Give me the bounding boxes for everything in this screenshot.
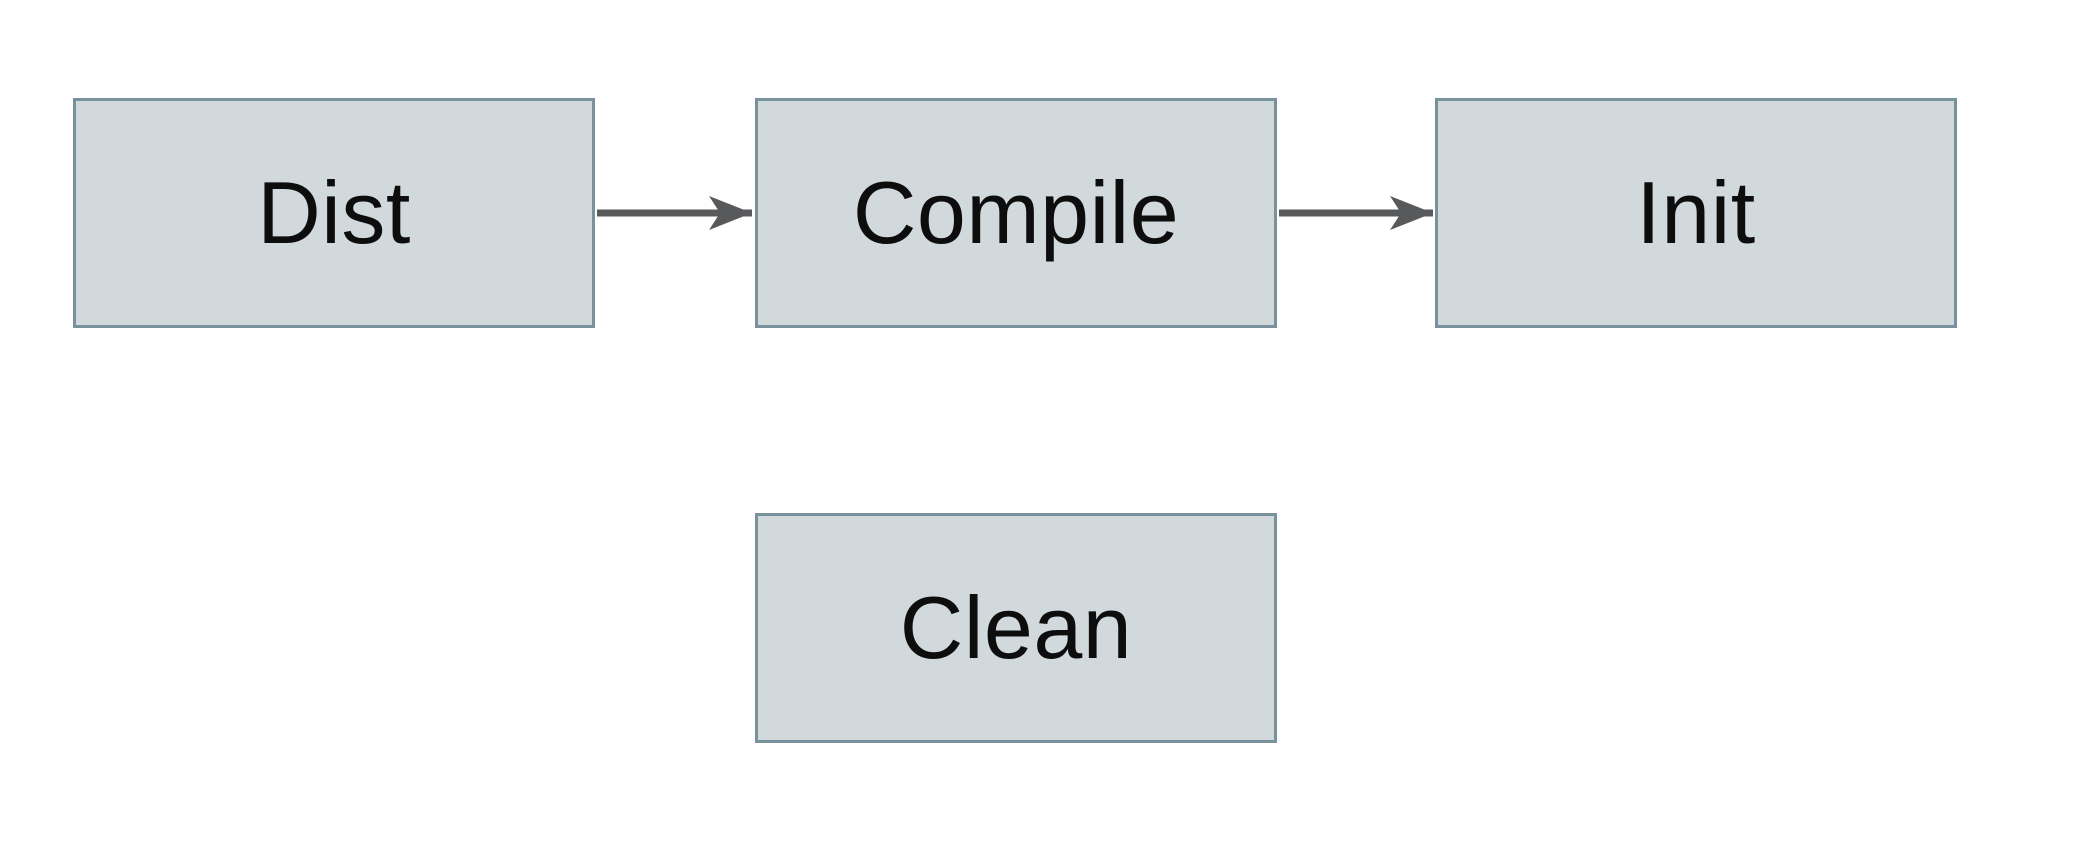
node-compile-label: Compile (852, 163, 1180, 262)
node-compile[interactable]: Compile (755, 98, 1277, 328)
node-clean[interactable]: Clean (755, 513, 1277, 743)
node-clean-label: Clean (899, 578, 1133, 677)
node-dist[interactable]: Dist (73, 98, 595, 328)
node-init-label: Init (1636, 163, 1756, 262)
node-init[interactable]: Init (1435, 98, 1957, 328)
node-dist-label: Dist (257, 163, 411, 262)
